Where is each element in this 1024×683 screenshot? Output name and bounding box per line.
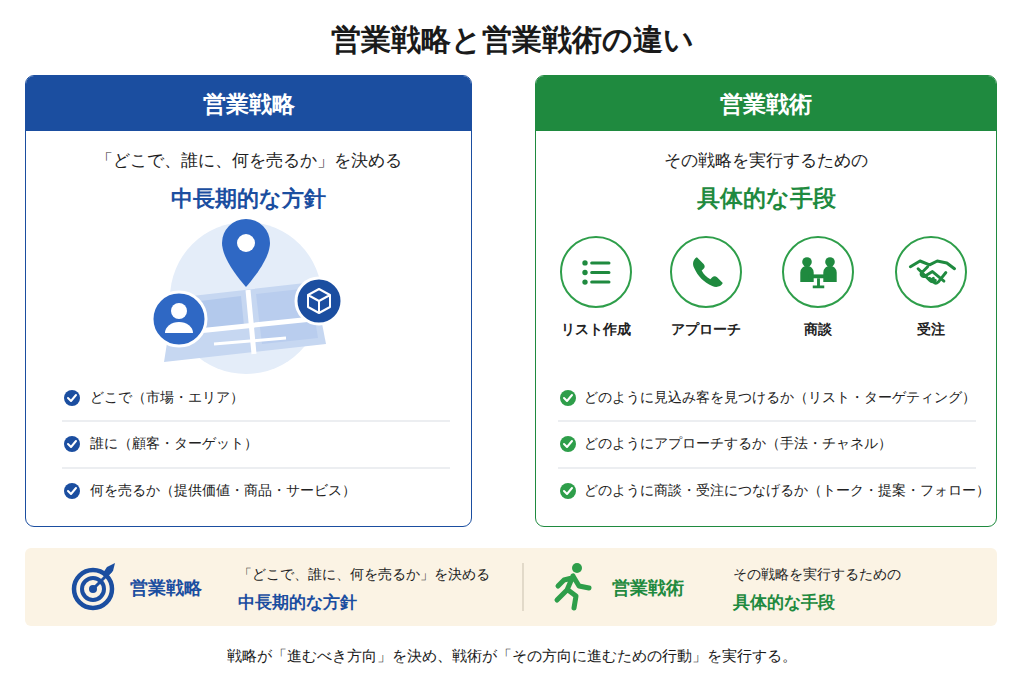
summary-text: その戦略を実行するための bbox=[733, 566, 901, 584]
check-item: どのように商談・受注につなげるか（トーク・提案・フォロー） bbox=[584, 482, 990, 500]
step-circle: アプローチ bbox=[670, 236, 742, 308]
tactics-panel: 営業戦術その戦略を実行するための具体的な手段どのように見込み客を見つけるか（リス… bbox=[535, 75, 997, 527]
summary-text: 「どこで、誰に、何を売るか」を決める bbox=[238, 566, 490, 584]
step-label: 受注 bbox=[917, 321, 945, 339]
panel-emphasis: 中長期的な方針 bbox=[26, 183, 471, 214]
panel-emphasis: 具体的な手段 bbox=[536, 183, 996, 214]
summary-emphasis: 中長期的な方針 bbox=[238, 591, 357, 614]
strategy-panel: 営業戦略「どこで、誰に、何を売るか」を決める中長期的な方針どこで（市場・エリア）… bbox=[25, 75, 472, 527]
summary-term: 営業戦略 bbox=[130, 576, 202, 600]
check-item: どのように見込み客を見つけるか（リスト・ターゲティング） bbox=[584, 389, 976, 407]
check-item: 何を売るか（提供価値・商品・サービス） bbox=[90, 482, 356, 500]
check-item: どこで（市場・エリア） bbox=[90, 389, 244, 407]
panel-heading: 営業戦術 bbox=[536, 88, 996, 120]
diagram-caption: 戦略が「進むべき方向」を決め、戦術が「その方向に進むための行動」を実行する。 bbox=[0, 647, 1024, 666]
summary-term: 営業戦術 bbox=[612, 576, 684, 600]
step-label: 商談 bbox=[804, 321, 832, 339]
step-label: リスト作成 bbox=[561, 321, 631, 339]
summary-band: 営業戦略 「どこで、誰に、何を売るか」を決める中長期的な方針 営業戦術 その戦略を実行… bbox=[25, 548, 997, 626]
step-circle: 受注 bbox=[895, 236, 967, 308]
summary-emphasis: 具体的な手段 bbox=[733, 591, 835, 614]
check-item: どのようにアプローチするか（手法・チャネル） bbox=[584, 435, 892, 453]
step-circle: 商談 bbox=[782, 236, 854, 308]
diagram-title: 営業戦略と営業戦術の違い bbox=[0, 20, 1024, 61]
panel-heading: 営業戦略 bbox=[26, 88, 471, 120]
panel-subtitle: その戦略を実行するための bbox=[536, 150, 996, 172]
check-item: 誰に（顧客・ターゲット） bbox=[90, 435, 258, 453]
step-circle: リスト作成 bbox=[560, 236, 632, 308]
step-label: アプローチ bbox=[671, 321, 741, 339]
panel-subtitle: 「どこで、誰に、何を売るか」を決める bbox=[26, 150, 471, 172]
